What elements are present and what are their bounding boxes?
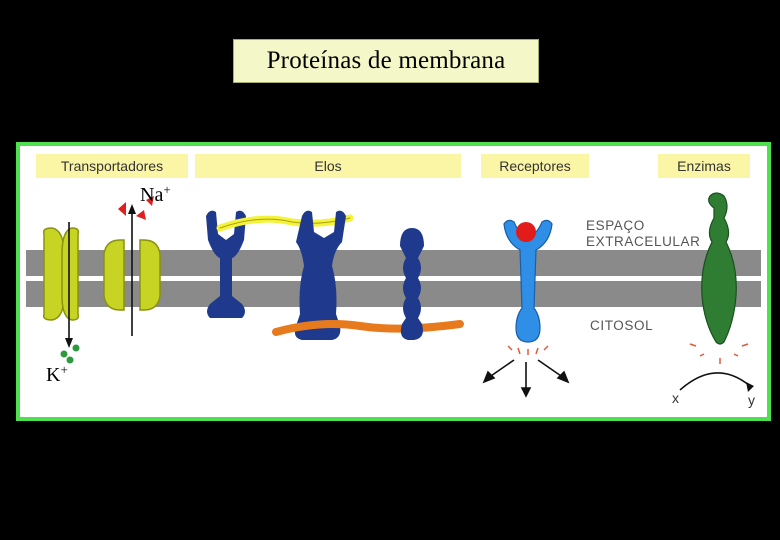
sodium-charge: + xyxy=(163,182,171,197)
extracellular-label-line1: ESPAÇO xyxy=(586,218,645,233)
sodium-symbol: Na xyxy=(140,184,164,206)
link-protein-3 xyxy=(400,228,424,340)
header-receptors: Receptores xyxy=(481,154,589,178)
receptor-output-arrows xyxy=(482,359,570,398)
sodium-ion-3 xyxy=(146,196,154,206)
page-title: Proteínas de membrana xyxy=(266,47,506,74)
enzyme-signal-rays xyxy=(689,343,749,364)
link-protein-1 xyxy=(206,210,246,318)
link-protein-2 xyxy=(294,210,346,340)
reaction-arrow xyxy=(679,372,751,391)
membrane-diagram: Transportadores Elos Receptores Enzimas … xyxy=(16,142,771,421)
header-transporters-label: Transportadores xyxy=(60,158,164,174)
header-links-label: Elos xyxy=(314,158,342,174)
sodium-label: Na+ xyxy=(140,182,171,207)
header-transporters: Transportadores xyxy=(36,154,188,178)
potassium-label: K+ xyxy=(46,362,68,387)
potassium-ion-3 xyxy=(66,356,74,364)
potassium-ion-1 xyxy=(60,350,68,358)
receptor-signal-rays xyxy=(507,345,549,355)
header-links: Elos xyxy=(195,154,461,178)
diagram-drawing xyxy=(26,192,761,398)
transporter-channel-2 xyxy=(103,239,161,311)
product-label: y xyxy=(748,392,755,408)
orange-filament xyxy=(272,320,464,336)
header-enzymes: Enzimas xyxy=(658,154,750,178)
header-receptors-label: Receptores xyxy=(499,158,571,174)
header-enzymes-label: Enzimas xyxy=(677,158,731,174)
transporter-channel-1 xyxy=(42,227,80,321)
ligand xyxy=(516,222,536,242)
potassium-symbol: K xyxy=(46,364,61,386)
potassium-ion-2 xyxy=(72,344,80,352)
membrane-inner-layer xyxy=(26,281,761,307)
extracellular-label: ESPAÇO EXTRACELULAR xyxy=(586,218,700,250)
extracellular-label-line2: EXTRACELULAR xyxy=(586,234,701,249)
potassium-charge: + xyxy=(60,362,68,377)
substrate-label: x xyxy=(672,390,679,406)
membrane-outer-layer xyxy=(26,250,761,276)
cytosol-label: CITOSOL xyxy=(590,318,654,333)
title-box: Proteínas de membrana xyxy=(233,39,539,83)
enzyme-protein xyxy=(701,192,737,345)
sodium-ion-2 xyxy=(136,210,146,220)
sodium-ion-1 xyxy=(118,202,126,216)
